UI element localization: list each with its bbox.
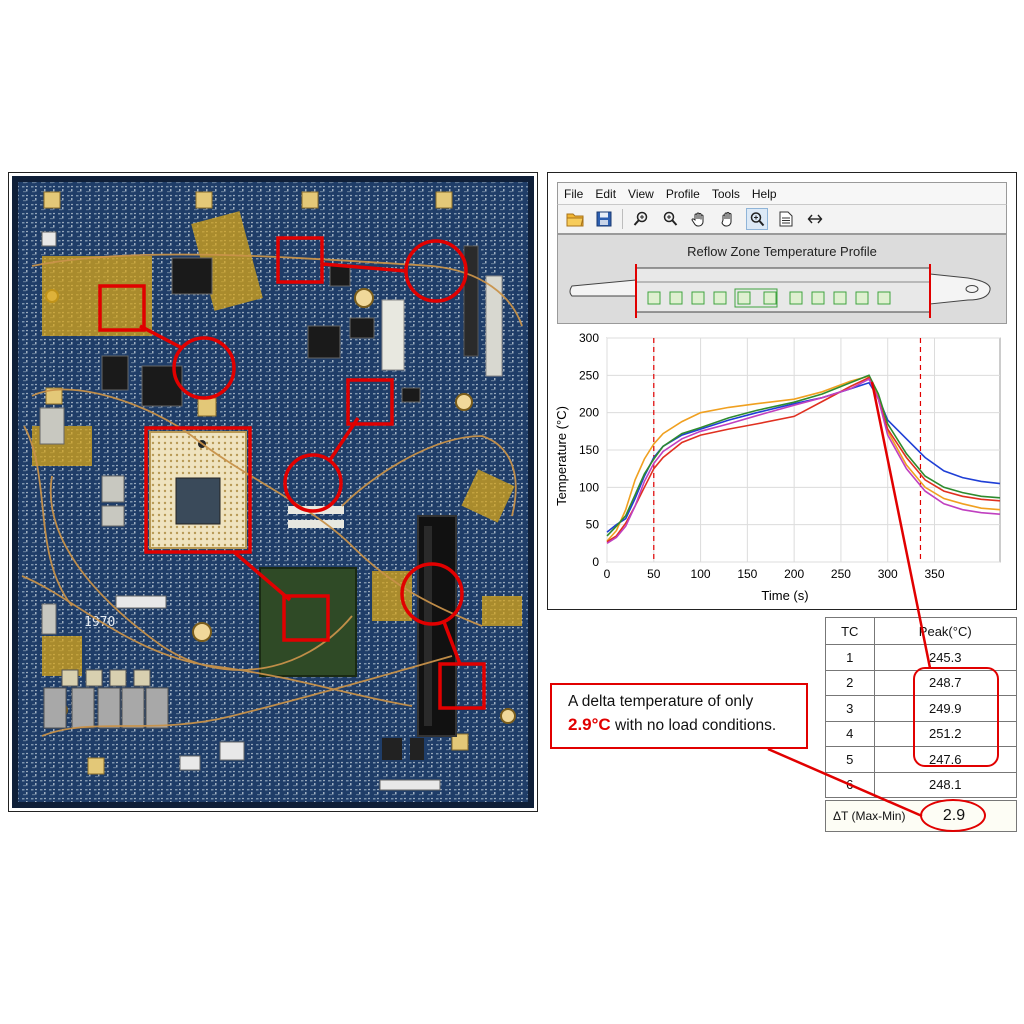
- temperature-profile-chart: 0 50 100 150 200 250 300 0 50 100 150 200 250 300 350…: [554, 331, 1001, 603]
- chart-x-axis-label: Time (s): [761, 588, 808, 603]
- toolbar-separator: [622, 209, 623, 229]
- chart-y-tick-label: 200: [579, 406, 599, 420]
- oven-panel-title: Reflow Zone Temperature Profile: [687, 244, 877, 259]
- callout-line-1: A delta temperature of only: [568, 693, 754, 710]
- open-folder-icon[interactable]: [564, 208, 586, 230]
- menu-help[interactable]: Help: [751, 186, 777, 201]
- marker-circle-ram: [400, 562, 464, 626]
- chart-x-tick-label: 350: [924, 567, 944, 581]
- chart-y-tick-label: 50: [586, 518, 600, 532]
- marker-box-mid-chip: [346, 378, 394, 426]
- chart-y-tick-label: 0: [592, 555, 599, 569]
- chart-x-tick-label: 100: [691, 567, 711, 581]
- callout-line-2-text: with no load conditions.: [610, 717, 777, 734]
- chart-y-tick-label: 300: [579, 331, 599, 345]
- peak-values-highlight: [913, 667, 999, 767]
- table-header-row: TC Peak(°C): [825, 617, 1017, 645]
- report-icon[interactable]: [775, 208, 797, 230]
- menu-file[interactable]: File: [564, 186, 584, 201]
- chart-y-tick-label: 100: [579, 480, 599, 494]
- table-header-peak: Peak(°C): [873, 617, 1017, 645]
- oven-diagram: [569, 264, 991, 318]
- oven-zone-marker: [713, 291, 727, 305]
- oven-zone-marker: [811, 291, 825, 305]
- menu-edit[interactable]: Edit: [595, 186, 617, 201]
- pan-hand-icon[interactable]: [688, 208, 710, 230]
- chart-x-tick-label: 150: [737, 567, 757, 581]
- oven-zone-marker: [647, 291, 661, 305]
- chart-x-tick-label: 250: [831, 567, 851, 581]
- marker-circle-left: [172, 336, 236, 400]
- oven-zone-marker: [877, 291, 891, 305]
- fit-width-icon[interactable]: [804, 208, 826, 230]
- callout-box: A delta temperature of only 2.9°C with n…: [550, 683, 808, 749]
- toolbar: [557, 204, 1007, 234]
- tc-cell: 2: [825, 669, 875, 696]
- zoom-in-icon[interactable]: [630, 208, 652, 230]
- oven-zone-marker: [737, 291, 751, 305]
- chart-y-axis-label: Temperature (°C): [554, 406, 569, 506]
- marker-box-ram-slot: [438, 662, 486, 710]
- chart-x-tick-label: 200: [784, 567, 804, 581]
- chart-series-line-2: [606, 375, 1001, 542]
- marker-box-top-left-chip: [98, 284, 146, 332]
- delta-value-highlight: [920, 799, 986, 832]
- marker-box-top-chip: [276, 236, 324, 284]
- oven-zone-marker: [833, 291, 847, 305]
- chart-series-line-3: [606, 374, 1001, 537]
- oven-zone-selection: [734, 288, 778, 308]
- marker-circle-center: [283, 453, 343, 513]
- chart-y-tick-label: 150: [579, 443, 599, 457]
- zoom-region-icon[interactable]: [746, 208, 768, 230]
- oven-zone-marker: [669, 291, 683, 305]
- tc-cell: 1: [825, 644, 875, 671]
- peak-cell: 249.9: [873, 695, 1017, 722]
- menu-view[interactable]: View: [628, 186, 654, 201]
- marker-box-chipset: [282, 594, 330, 642]
- delta-label: ΔT (Max-Min): [833, 809, 906, 823]
- menu-profile[interactable]: Profile: [665, 186, 700, 201]
- tc-cell: 4: [825, 720, 875, 747]
- oven-zone-marker: [789, 291, 803, 305]
- tc-cell: 6: [825, 771, 875, 798]
- oven-zone-marker: [855, 291, 869, 305]
- chart-x-tick-label: 300: [878, 567, 898, 581]
- chart-x-tick-label: 50: [647, 567, 661, 581]
- menu-bar: File Edit View Profile Tools Help: [557, 182, 1007, 204]
- oven-zone-marker: [691, 291, 705, 305]
- grab-hand-icon[interactable]: [717, 208, 739, 230]
- chart-series-line-4: [606, 376, 1001, 543]
- table-header-tc: TC: [825, 617, 875, 645]
- peak-cell: 248.1: [873, 771, 1017, 798]
- chart-series-line-1: [606, 381, 1001, 533]
- menu-tools[interactable]: Tools: [711, 186, 740, 201]
- zoom-icon[interactable]: [659, 208, 681, 230]
- chart-x-tick-label: 0: [604, 567, 611, 581]
- tc-cell: 3: [825, 695, 875, 722]
- peak-cell: 251.2: [873, 720, 1017, 747]
- chart-y-tick-label: 250: [579, 368, 599, 382]
- tc-cell: 5: [825, 746, 875, 773]
- save-icon[interactable]: [593, 208, 615, 230]
- chart-series-line-5: [606, 378, 1001, 544]
- pcb-board-image: 1970: [12, 176, 534, 808]
- callout-highlight-value: 2.9°C: [568, 715, 611, 734]
- oven-zone-marker: [763, 291, 777, 305]
- marker-box-cpu-socket: [144, 426, 252, 554]
- callout-line-2: 2.9°C with no load conditions.: [568, 715, 796, 735]
